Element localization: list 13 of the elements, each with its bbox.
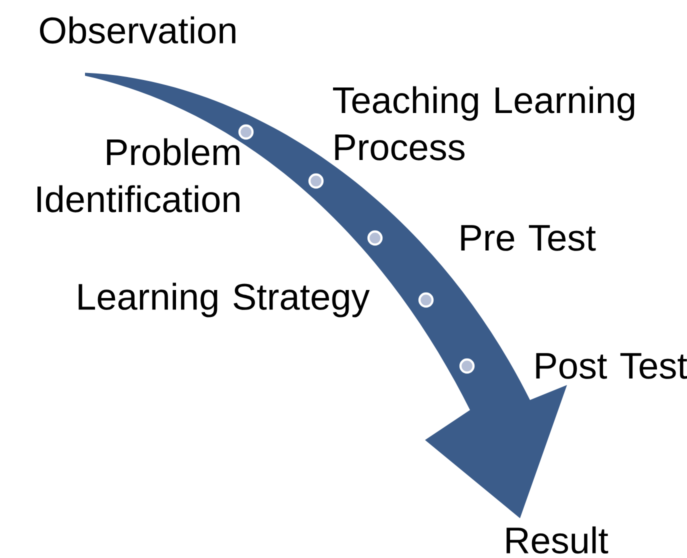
step-text: Observation [40, 16, 236, 44]
step-label: Teaching Learning Process [333, 86, 634, 160]
step-dot [367, 230, 383, 246]
step-dot [238, 124, 254, 140]
step-dot [459, 358, 475, 374]
step-label: Learning Strategy [78, 282, 370, 318]
step-label: Pre Test [461, 225, 596, 251]
step-label: Post Test [536, 353, 687, 379]
step-dot [308, 173, 324, 189]
step-text: Result [506, 526, 608, 554]
curved-arrow [85, 72, 567, 518]
step-label: Problem Identification [37, 138, 240, 212]
step-dot [418, 292, 434, 308]
